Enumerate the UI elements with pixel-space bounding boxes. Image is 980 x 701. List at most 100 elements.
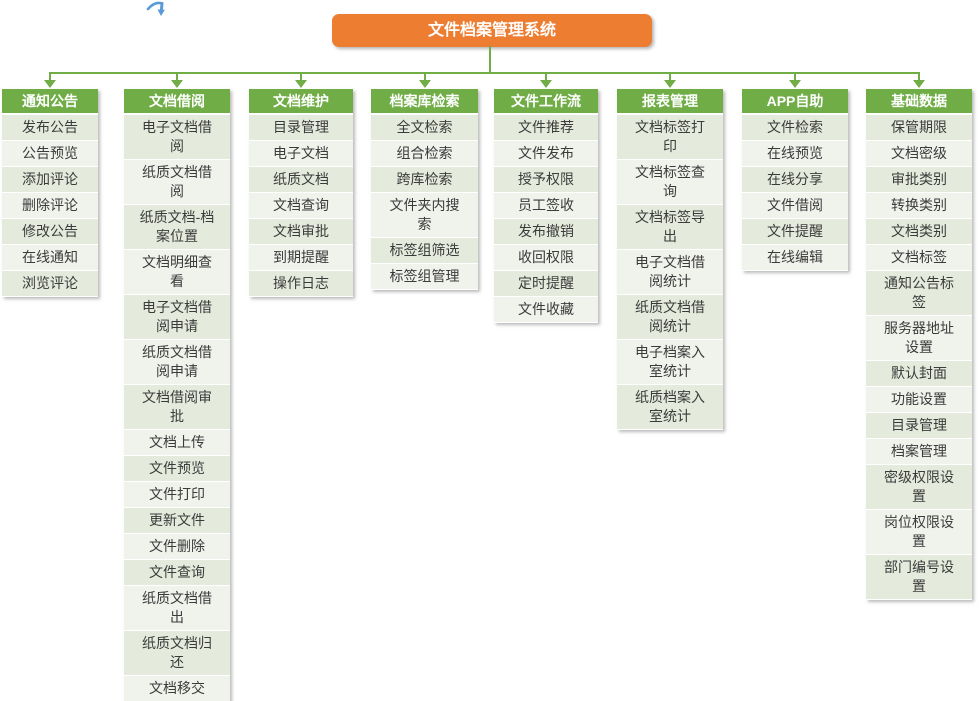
- column-header: 文档借阅: [124, 89, 230, 113]
- column-item: 定时提醒: [494, 271, 598, 296]
- column-item: 纸质档案入室统计: [617, 385, 723, 429]
- connector-drop: [918, 72, 920, 82]
- column-item: 默认封面: [866, 361, 972, 386]
- column-item: 纸质文档借阅申请: [124, 340, 230, 384]
- column-item: 电子文档借阅: [124, 115, 230, 159]
- column-item: 纸质文档借阅统计: [617, 295, 723, 339]
- connector-drop: [794, 72, 796, 82]
- column-item: 电子文档借阅申请: [124, 295, 230, 339]
- column-item: 转换类别: [866, 193, 972, 218]
- column-item: 保管期限: [866, 115, 972, 140]
- column-item: 文档审批: [249, 219, 353, 244]
- column-item: 功能设置: [866, 387, 972, 412]
- column-item: 文档查询: [249, 193, 353, 218]
- column-item: 文档标签查询: [617, 160, 723, 204]
- column-item: 文件打印: [124, 482, 230, 507]
- connector-trunk: [50, 72, 920, 74]
- column-item: 文档标签导出: [617, 205, 723, 249]
- column-item: 纸质文档归还: [124, 631, 230, 675]
- column-3: 文档维护目录管理电子文档纸质文档文档查询文档审批到期提醒操作日志: [249, 89, 353, 297]
- arrowhead-down-icon: [295, 80, 307, 88]
- column-item: 目录管理: [249, 115, 353, 140]
- column-4: 档案库检索全文检索组合检索跨库检索文件夹内搜索标签组筛选标签组管理: [371, 89, 478, 290]
- column-item: 全文检索: [371, 115, 478, 140]
- column-header: APP自助: [742, 89, 848, 113]
- column-item: 文档借阅审批: [124, 385, 230, 429]
- column-item: 电子文档借阅统计: [617, 250, 723, 294]
- column-header: 基础数据: [866, 89, 972, 113]
- annotation-arrow-icon: [146, 1, 165, 16]
- column-item: 文档明细查看: [124, 250, 230, 294]
- column-item: 档案管理: [866, 439, 972, 464]
- column-5: 文件工作流文件推荐文件发布授予权限员工签收发布撤销收回权限定时提醒文件收藏: [494, 89, 598, 323]
- column-item: 员工签收: [494, 193, 598, 218]
- connector-drop: [176, 72, 178, 82]
- column-item: 跨库检索: [371, 167, 478, 192]
- connector-drop: [423, 72, 426, 82]
- column-item: 文件删除: [124, 534, 230, 559]
- column-header: 文档维护: [249, 89, 353, 113]
- column-item: 标签组筛选: [371, 238, 478, 263]
- column-item: 纸质文档借出: [124, 586, 230, 630]
- column-item: 文件提醒: [742, 219, 848, 244]
- column-item: 通知公告标签: [866, 271, 972, 315]
- column-item: 文件检索: [742, 115, 848, 140]
- column-item: 文件推荐: [494, 115, 598, 140]
- column-item: 发布撤销: [494, 219, 598, 244]
- column-item: 文件借阅: [742, 193, 848, 218]
- column-item: 纸质文档借阅: [124, 160, 230, 204]
- column-item: 浏览评论: [2, 271, 98, 296]
- connector-drop: [49, 72, 51, 82]
- column-item: 文件收藏: [494, 297, 598, 322]
- column-item: 修改公告: [2, 219, 98, 244]
- arrowhead-down-icon: [540, 80, 552, 88]
- column-item: 在线编辑: [742, 245, 848, 270]
- column-item: 授予权限: [494, 167, 598, 192]
- column-item: 在线分享: [742, 167, 848, 192]
- arrowhead-down-icon: [171, 80, 183, 88]
- column-item: 操作日志: [249, 271, 353, 296]
- column-8: 基础数据保管期限文档密级审批类别转换类别文档类别文档标签通知公告标签服务器地址设…: [866, 89, 972, 600]
- column-1: 通知公告发布公告公告预览添加评论删除评论修改公告在线通知浏览评论: [2, 89, 98, 297]
- column-header: 档案库检索: [371, 89, 478, 113]
- column-item: 文件预览: [124, 456, 230, 481]
- connector-drop: [669, 72, 671, 82]
- column-item: 组合检索: [371, 141, 478, 166]
- column-item: 文件查询: [124, 560, 230, 585]
- connector-drop: [545, 72, 547, 82]
- column-item: 纸质文档: [249, 167, 353, 192]
- column-item: 公告预览: [2, 141, 98, 166]
- column-item: 收回权限: [494, 245, 598, 270]
- root-title: 文件档案管理系统: [332, 14, 652, 47]
- connector-stem: [489, 46, 491, 73]
- connector-drop: [300, 72, 302, 82]
- column-item: 文档上传: [124, 430, 230, 455]
- column-item: 文档类别: [866, 219, 972, 244]
- column-item: 岗位权限设置: [866, 510, 972, 554]
- column-header: 通知公告: [2, 89, 98, 113]
- column-item: 密级权限设置: [866, 465, 972, 509]
- column-item: 部门编号设置: [866, 555, 972, 599]
- column-item: 电子档案入室统计: [617, 340, 723, 384]
- column-item: 在线通知: [2, 245, 98, 270]
- column-item: 更新文件: [124, 508, 230, 533]
- column-item: 到期提醒: [249, 245, 353, 270]
- arrowhead-down-icon: [418, 80, 431, 88]
- column-item: 文档标签: [866, 245, 972, 270]
- arrowhead-down-icon: [913, 80, 925, 88]
- column-2: 文档借阅电子文档借阅纸质文档借阅纸质文档-档案位置文档明细查看电子文档借阅申请纸…: [124, 89, 230, 701]
- column-item: 审批类别: [866, 167, 972, 192]
- column-item: 发布公告: [2, 115, 98, 140]
- arrowhead-down-icon: [44, 80, 56, 88]
- column-item: 文件夹内搜索: [371, 193, 478, 237]
- column-7: APP自助文件检索在线预览在线分享文件借阅文件提醒在线编辑: [742, 89, 848, 271]
- column-item: 文件发布: [494, 141, 598, 166]
- column-item: 电子文档: [249, 141, 353, 166]
- column-item: 文档标签打印: [617, 115, 723, 159]
- column-item: 纸质文档-档案位置: [124, 205, 230, 249]
- column-item: 文档移交: [124, 676, 230, 701]
- column-header: 报表管理: [617, 89, 723, 113]
- column-item: 服务器地址设置: [866, 316, 972, 360]
- column-item: 在线预览: [742, 141, 848, 166]
